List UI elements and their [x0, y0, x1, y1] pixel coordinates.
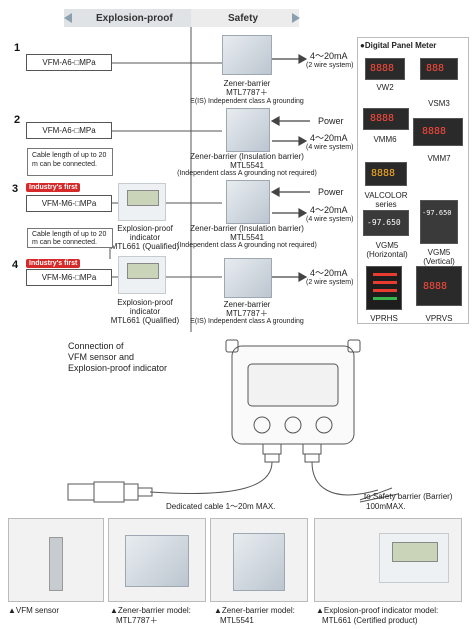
- row-4-barrier-image: [224, 258, 272, 298]
- row-1-signal: 4〜20mA: [310, 51, 348, 61]
- meter-vprhs-label: VPRHS: [370, 314, 398, 323]
- meter-vsm3-label: VSM3: [428, 99, 450, 108]
- connection-title-line2: VFM sensor and: [68, 352, 135, 362]
- meter-vgm5-horizontal-display: -97.650: [367, 218, 401, 227]
- row-3-barrier-note: (Independent class A grounding not requi…: [177, 242, 317, 249]
- connection-drawing: [67, 339, 399, 503]
- row-4-indicator-line1: Explosion-proof: [117, 298, 173, 307]
- meter-vmm7-display: 8888: [422, 126, 447, 137]
- row-4-wire: (2 wire system): [306, 279, 354, 286]
- row-1-barrier-note: E(IS) Independent class A grounding: [190, 98, 304, 105]
- meter-valcolor-display: 8888: [371, 168, 396, 179]
- meter-vsm3-image: 888: [420, 58, 458, 80]
- row-2-wire: (4 wire system): [306, 144, 354, 151]
- row-1-barrier-model: MTL7787＋: [226, 88, 268, 97]
- row-2-barrier-name: Zener-barrier (Insulation barrier): [190, 152, 304, 161]
- row-3-cable-note: Cable length of up to 20 m can be connec…: [27, 148, 113, 176]
- row-1-sensor-box: VFM-A6-□MPa: [26, 54, 112, 71]
- row-4-barrier-name: Zener-barrier: [223, 300, 271, 309]
- photo-mtl5541-caption-line2: MTL5541: [220, 616, 254, 625]
- row-2-barrier-image: [226, 108, 270, 152]
- connection-title-line3: Explosion-proof indicator: [68, 363, 168, 373]
- row-3-signal: 4〜20mA: [310, 205, 348, 215]
- row-2-barrier-model: MTL5541: [230, 161, 264, 170]
- meter-vprvs-label: VPRVS: [425, 314, 453, 323]
- connection-cable-label: Dedicated cable 1〜20m MAX.: [166, 502, 276, 511]
- row-1-barrier-name: Zener-barrier: [223, 79, 271, 88]
- safety-header-label: Safety: [228, 13, 259, 24]
- row-4-cable-note: Cable length of up to 20 m can be connec…: [27, 228, 113, 248]
- photo-mtl7787-caption-line1: ▲Zener-barrier model:: [110, 606, 191, 615]
- row-3-number: 3: [12, 183, 19, 195]
- safety-zone-header: [191, 9, 299, 27]
- photo-mtl661-caption-line1: ▲Explosion-proof indicator model:: [316, 606, 439, 615]
- connection-title-line1: Connection of: [68, 341, 124, 351]
- row-4-industry-first-badge: Industry's first: [26, 259, 81, 268]
- photo-mtl661-caption-line2: MTL661 (Certified product): [322, 616, 418, 625]
- row-4-indicator-line3: MTL661 (Qualified): [110, 316, 180, 325]
- row-3-barrier-model: MTL5541: [230, 233, 264, 242]
- meter-valcolor-image: 8888: [365, 162, 407, 186]
- meter-vw2-image: 8888: [365, 58, 405, 80]
- meter-vgm5-vertical-image: -97.650: [420, 200, 458, 244]
- photo-vfm-caption-line1: ▲VFM sensor: [8, 606, 60, 615]
- row-4-signal: 4〜20mA: [310, 268, 348, 278]
- explosion-proof-zone-header: [64, 9, 191, 27]
- row-3-power-label: Power: [318, 187, 344, 197]
- row-4-barrier-model: MTL7787＋: [226, 309, 268, 318]
- meter-vmm6-display: 8888: [370, 113, 395, 124]
- row-2-power-label: Power: [318, 116, 344, 126]
- row-3-wire: (4 wire system): [306, 216, 354, 223]
- photo-mtl7787: [108, 518, 206, 602]
- meter-vmm7-image: 8888: [413, 118, 463, 146]
- meter-vw2-label: VW2: [376, 83, 394, 92]
- meter-vgm5-vertical-display: -97.650: [422, 209, 452, 217]
- row-2-sensor-box: VFM-A6-□MPa: [26, 122, 112, 139]
- explosion-proof-header-label: Explosion-proof: [96, 13, 173, 24]
- zone-arrows: [64, 13, 300, 23]
- row-1-wire: (2 wire system): [306, 62, 354, 69]
- meter-vprvs-image: 8888: [416, 266, 462, 306]
- row-3-indicator-image: [118, 183, 166, 221]
- row-3-industry-first-badge: Industry's first: [26, 183, 81, 192]
- row-4-indicator-line2: indicator: [129, 307, 161, 316]
- connection-safety-line2: 100mMAX.: [366, 502, 406, 511]
- photo-mtl5541-caption-line1: ▲Zener-barrier model:: [214, 606, 295, 615]
- meter-vmm6-label: VMM6: [373, 135, 397, 144]
- meter-vprvs-display: 8888: [423, 281, 448, 292]
- meter-vprhs-image: [366, 266, 402, 310]
- meter-vw2-display: 8888: [370, 63, 395, 74]
- row-2-barrier-note: (Independent class A grounding not requi…: [177, 170, 317, 177]
- panel-meter-title: ●Digital Panel Meter: [360, 41, 437, 50]
- photo-mtl5541: [210, 518, 308, 602]
- photo-mtl7787-caption-line2: MTL7787＋: [116, 616, 158, 625]
- row-3-indicator-line2: indicator: [129, 233, 161, 242]
- meter-vgm5-horizontal-image: -97.650: [363, 210, 409, 236]
- meter-vgm5-vertical-label: VGM5 (Vertical): [423, 248, 455, 266]
- row-4-sensor-box: VFM-M6-□MPa: [26, 269, 112, 286]
- row-3-barrier-name: Zener-barrier (Insulation barrier): [190, 224, 304, 233]
- meter-vgm5-horizontal-label: VGM5 (Horizontal): [366, 241, 408, 259]
- photo-mtl661: [314, 518, 462, 602]
- row-2-number: 2: [14, 114, 21, 126]
- meter-vsm3-display: 888: [426, 63, 445, 74]
- row-3-sensor-box: VFM-M6-□MPa: [26, 195, 112, 212]
- row-4-indicator-image: [118, 256, 166, 294]
- row-3-indicator-line1: Explosion-proof: [117, 224, 173, 233]
- photo-vfm-sensor: [8, 518, 104, 602]
- meter-valcolor-label: VALCOLOR series: [364, 191, 408, 209]
- row-4-barrier-note: E(IS) Independent class A grounding: [190, 318, 304, 325]
- row-4-number: 4: [12, 259, 19, 271]
- row-3-indicator-line3: MTL661 (Qualified): [110, 242, 180, 251]
- row-1-number: 1: [14, 42, 21, 54]
- connection-safety-line1: to Safety barrier (Barrier): [364, 492, 453, 501]
- row-2-signal: 4〜20mA: [310, 133, 348, 143]
- meter-vmm7-label: VMM7: [427, 154, 451, 163]
- row-1-barrier-image: [222, 35, 272, 75]
- row-3-barrier-image: [226, 180, 270, 224]
- meter-vmm6-image: 8888: [363, 108, 409, 130]
